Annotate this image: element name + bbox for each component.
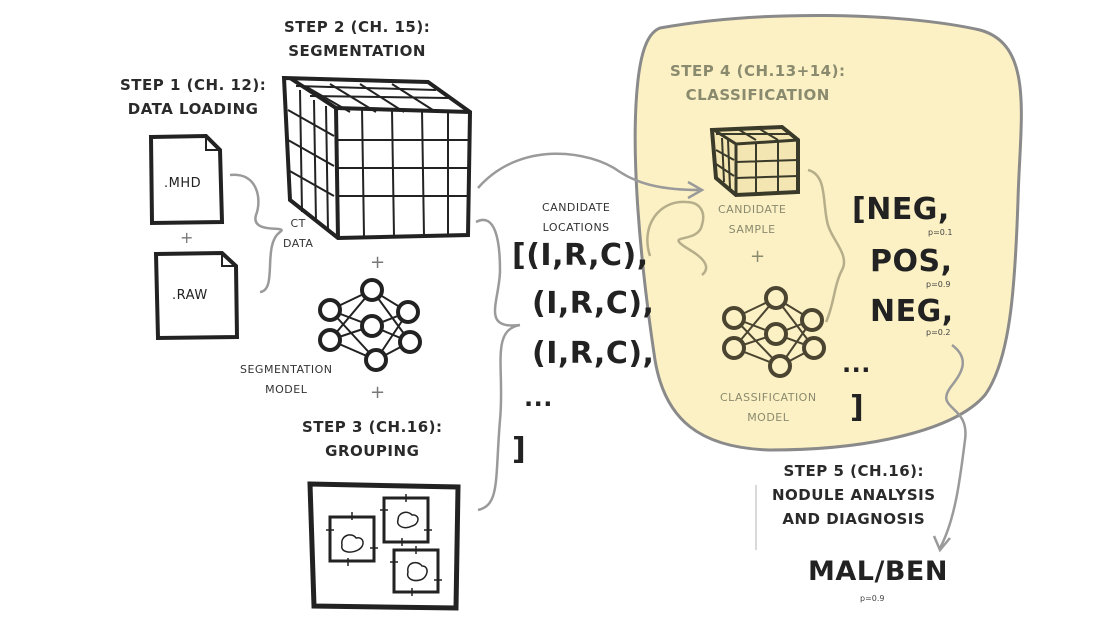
step4-title: STEP 4 (CH.13+14):CLASSIFICATION [670,62,846,104]
candidate-row-3: (I,R,C), [532,336,655,371]
ct-volume-cube-icon [281,75,473,241]
result-ellipsis: ... [842,350,871,378]
result-1: [NEG, [852,192,950,227]
segmentation-to-candidates-connector [475,218,521,512]
raw-file-label: .RAW [172,288,208,303]
step2-title: STEP 2 (CH. 15):SEGMENTATION [284,18,431,60]
candidate-ellipsis: ... [524,384,553,412]
result-close-bracket: ] [850,390,865,425]
ct-to-classification-arrow [477,152,701,192]
result-2: POS, [870,244,953,279]
classification-to-results-connector [807,168,846,323]
mhd-file-icon [148,133,225,226]
candidates-to-sample-connector [646,200,708,276]
candidate-row-2: (I,R,C), [532,286,655,321]
step3-title: STEP 3 (CH.16):GROUPING [302,418,443,460]
classification-plus: + [750,246,766,267]
candidate-row-1: [(I,R,C), [512,238,649,273]
result-2-probability: p=0.9 [926,280,951,289]
segmentation-model-network-icon [318,278,422,372]
mhd-file-label: .MHD [164,176,202,191]
data-loading-connector [229,173,283,294]
result-1-probability: p=0.1 [928,228,953,237]
files-plus: + [180,228,194,247]
ct-to-classification-arrowhead [687,180,705,200]
candidate-sample-cube-icon [709,124,800,198]
classification-model-network-icon [722,286,826,378]
diagnosis-probability: p=0.9 [860,594,885,603]
step1-title: STEP 1 (CH. 12):DATA LOADING [120,76,267,118]
seg-plus-bottom: + [370,382,386,403]
raw-file-icon [153,250,240,341]
diagnosis-label: MAL/BEN [808,556,948,587]
result-3-probability: p=0.2 [926,328,951,337]
seg-plus-top: + [370,252,386,273]
result-3: NEG, [870,294,954,329]
results-to-diagnosis-arrow [938,344,967,549]
grouping-image-icon [307,481,461,611]
candidate-close-bracket: ] [512,432,527,467]
results-to-diagnosis-arrowhead [932,535,951,553]
